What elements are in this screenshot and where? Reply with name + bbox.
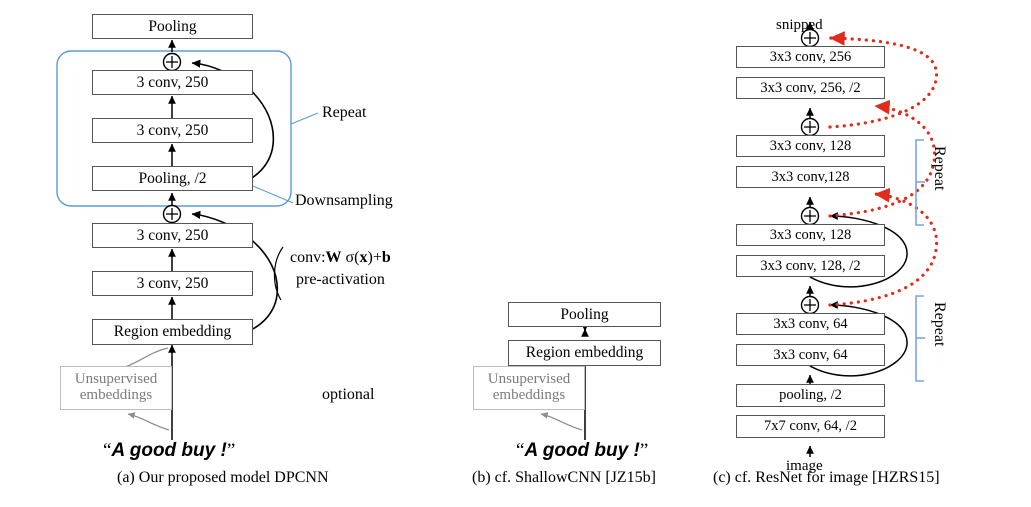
ghost-a-line1: Unsupervised [74, 371, 158, 388]
box-a-conv-250-fourth[interactable]: 3 conv, 250 [92, 271, 253, 296]
input-text-b: “A good buy !” [516, 440, 648, 462]
label-pre-activation-a: pre-activation [296, 271, 385, 288]
caption-panel-c: (c) cf. ResNet for image [HZRS15] [713, 469, 940, 486]
label-image-c: image [786, 458, 823, 474]
input-text-a: “A good buy !” [103, 440, 235, 462]
box-a-conv-250-third[interactable]: 3 conv, 250 [92, 223, 253, 248]
box-b-region-embedding[interactable]: Region embedding [508, 340, 661, 366]
label-conv-formula-a: conv:W σ(x)+b [290, 249, 391, 267]
ghost-b-line1: Unsupervised [487, 371, 571, 388]
formula-w: W [325, 249, 342, 266]
plus-node-c-3 [800, 117, 820, 137]
label-repeat-lower-c: Repeat [931, 302, 948, 347]
repeat-bracket-upper-c [915, 139, 925, 226]
unsup-hook-bottom-a [127, 412, 170, 431]
ghost-box-b-unsupervised-embeddings[interactable]: Unsupervised embeddings [473, 366, 585, 410]
repeat-bracket-lower-c [915, 295, 925, 382]
box-c-conv-128-b[interactable]: 3x3 conv,128 [736, 166, 885, 188]
shortcut-red-c-mid [828, 99, 937, 218]
open-quote-b: “ [516, 440, 525, 461]
label-downsampling-a: Downsampling [295, 192, 393, 209]
box-a-conv-250-top[interactable]: 3 conv, 250 [92, 70, 253, 95]
plus-node-c-4 [800, 28, 820, 48]
box-a-pooling-half[interactable]: Pooling, /2 [92, 166, 253, 191]
label-repeat-upper-c: Repeat [931, 146, 948, 191]
formula-leader-a [273, 246, 284, 301]
open-quote-a: “ [103, 440, 112, 461]
label-repeat-a: Repeat [322, 104, 367, 121]
formula-prefix: conv: [290, 249, 326, 266]
caption-panel-a: (a) Our proposed model DPCNN [117, 469, 329, 486]
unsup-hook-top-a [124, 347, 169, 368]
formula-x: x [359, 249, 368, 266]
box-a-pooling[interactable]: Pooling [92, 14, 253, 39]
ghost-a-line2: embeddings [79, 387, 153, 403]
box-c-pooling-half[interactable]: pooling, /2 [736, 384, 885, 407]
box-b-pooling[interactable]: Pooling [508, 302, 661, 327]
shortcut-black-c-lower [809, 301, 908, 377]
box-c-conv-256-half[interactable]: 3x3 conv, 256, /2 [736, 77, 885, 99]
box-c-conv-128-a[interactable]: 3x3 conv, 128 [736, 135, 885, 157]
box-c-conv-64-b[interactable]: 3x3 conv, 64 [736, 344, 885, 366]
plus-node-c-1 [800, 295, 820, 315]
downsampling-leader-a [252, 185, 294, 204]
formula-tail: )+ [367, 249, 382, 266]
close-quote-a: ” [226, 440, 236, 461]
box-c-conv-128-half[interactable]: 3x3 conv, 128, /2 [736, 255, 885, 277]
box-a-region-embedding[interactable]: Region embedding [92, 319, 253, 345]
box-c-conv-7x7-64-half[interactable]: 7x7 conv, 64, /2 [736, 415, 885, 438]
label-optional-a: optional [322, 386, 375, 403]
ghost-box-a-unsupervised-embeddings[interactable]: Unsupervised embeddings [60, 366, 172, 410]
input-text-a-value: A good buy ! [111, 440, 227, 461]
shortcut-red-c-lower [828, 187, 939, 307]
box-a-conv-250-second[interactable]: 3 conv, 250 [92, 118, 253, 143]
unsup-hook-bottom-b [540, 412, 583, 431]
box-c-conv-128-c[interactable]: 3x3 conv, 128 [736, 224, 885, 246]
ghost-b-line2: embeddings [492, 387, 566, 403]
input-text-b-value: A good buy ! [524, 440, 640, 461]
box-c-conv-64-a[interactable]: 3x3 conv, 64 [736, 313, 885, 335]
box-c-conv-256[interactable]: 3x3 conv, 256 [736, 46, 885, 68]
close-quote-b: ” [639, 440, 649, 461]
shortcut-black-c-upper [809, 212, 908, 288]
plus-node-upper-a [162, 52, 182, 72]
label-snipped-c: snipped [776, 17, 823, 33]
caption-panel-b: (b) cf. ShallowCNN [JZ15b] [472, 469, 656, 486]
plus-node-c-2 [800, 206, 820, 226]
formula-sigma: σ( [341, 249, 360, 266]
formula-b: b [381, 249, 391, 266]
plus-node-lower-a [162, 204, 182, 224]
repeat-leader-a [290, 112, 319, 125]
